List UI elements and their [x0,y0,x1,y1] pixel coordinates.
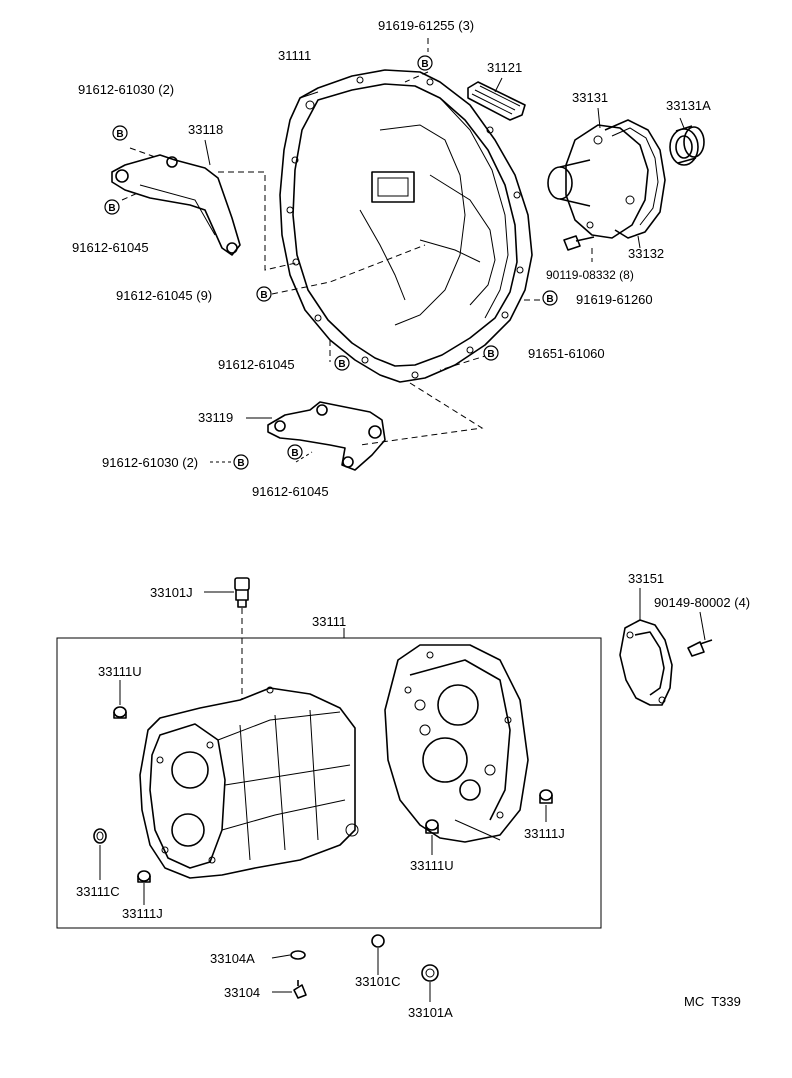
bracket-33119 [267,401,386,471]
label-91612-61045-bot: 91612-61045 [252,484,329,499]
svg-text:B: B [487,349,494,360]
svg-text:B: B [260,290,267,301]
label-33104A: 33104A [210,951,255,966]
assembly-box-33111 [56,637,602,929]
label-33119: 33119 [198,410,233,425]
label-91612-61045-left: 91612-61045 [72,240,149,255]
bolt-marker-91612-61030-top: B [112,125,128,141]
bolt-marker-91612-61045-bot: B [287,444,303,460]
cover-plate-31121 [467,81,526,121]
label-33151: 33151 [628,571,664,586]
pin-33111J-right [539,789,553,804]
label-91612-61030-top: 91612-61030 (2) [78,82,174,97]
bolt-marker-91651-61060: B [483,345,499,361]
plug-33104 [293,980,307,999]
extension-housing-33151 [619,619,673,706]
pin-33111J-left [137,870,151,883]
sensor-33101J [234,577,250,608]
bearing-retainer-33131 [547,124,649,239]
oil-seal-33131A [669,125,705,166]
label-33118: 33118 [188,122,223,137]
adapter-plate [384,644,529,843]
bracket-33118 [111,154,241,256]
label-91651-61060: 91651-61060 [528,346,605,361]
label-33101A: 33101A [408,1005,453,1020]
svg-text:B: B [338,359,345,370]
bolt-marker-91612-61045-9: B [256,286,272,302]
pin-33111U-mid [425,819,439,834]
label-33101J: 33101J [150,585,193,600]
label-33104: 33104 [224,985,260,1000]
bolt-marker-91612-61045-left: B [104,199,120,215]
svg-text:B: B [108,203,115,214]
transmission-case [139,686,359,879]
label-33111C: 33111C [76,884,120,899]
label-90119-08332: 90119-08332 (8) [546,268,634,282]
bolt-marker-91619-61260: B [542,290,558,306]
label-33131: 33131 [572,90,608,105]
bolt-90149-80002 [687,639,713,657]
bolt-marker-91619-61255: B [417,55,433,71]
label-31111: 31111 [278,48,311,63]
label-91619-61255: 91619-61255 (3) [378,18,474,33]
svg-text:B: B [546,294,553,305]
label-33111U-left: 33111U [98,664,142,679]
bolt-marker-91612-61045-mid: B [334,355,350,371]
label-33131A: 33131A [666,98,711,113]
gasket-33132 [604,119,666,239]
bolt-marker-91612-61030-bot: B [233,454,249,470]
label-91612-61030-bot: 91612-61030 (2) [102,455,198,470]
label-91612-61045-mid: 91612-61045 [218,357,295,372]
plug-33101A [421,964,439,982]
label-33111J-left: 33111J [122,906,163,921]
label-33111U-mid: 33111U [410,858,454,873]
label-33111: 33111 [312,614,346,629]
label-91612-61045-9: 91612-61045 (9) [116,288,212,303]
bolt-90119-08332 [563,235,595,251]
label-33132: 33132 [628,246,664,261]
bell-housing-31111 [279,69,533,383]
pin-33111U-left [113,706,127,719]
svg-text:B: B [421,59,428,70]
label-90149-80002: 90149-80002 (4) [654,595,750,610]
footer-code: MC T339 [684,994,741,1009]
label-33101C: 33101C [355,974,401,989]
svg-text:B: B [291,448,298,459]
label-31121: 31121 [487,60,522,75]
svg-text:B: B [116,129,123,140]
plug-33104A [290,950,306,960]
label-91619-61260: 91619-61260 [576,292,653,307]
svg-text:B: B [237,458,244,469]
plug-33101C [371,934,385,948]
pin-33111C [93,828,107,844]
label-33111J-right: 33111J [524,826,565,841]
